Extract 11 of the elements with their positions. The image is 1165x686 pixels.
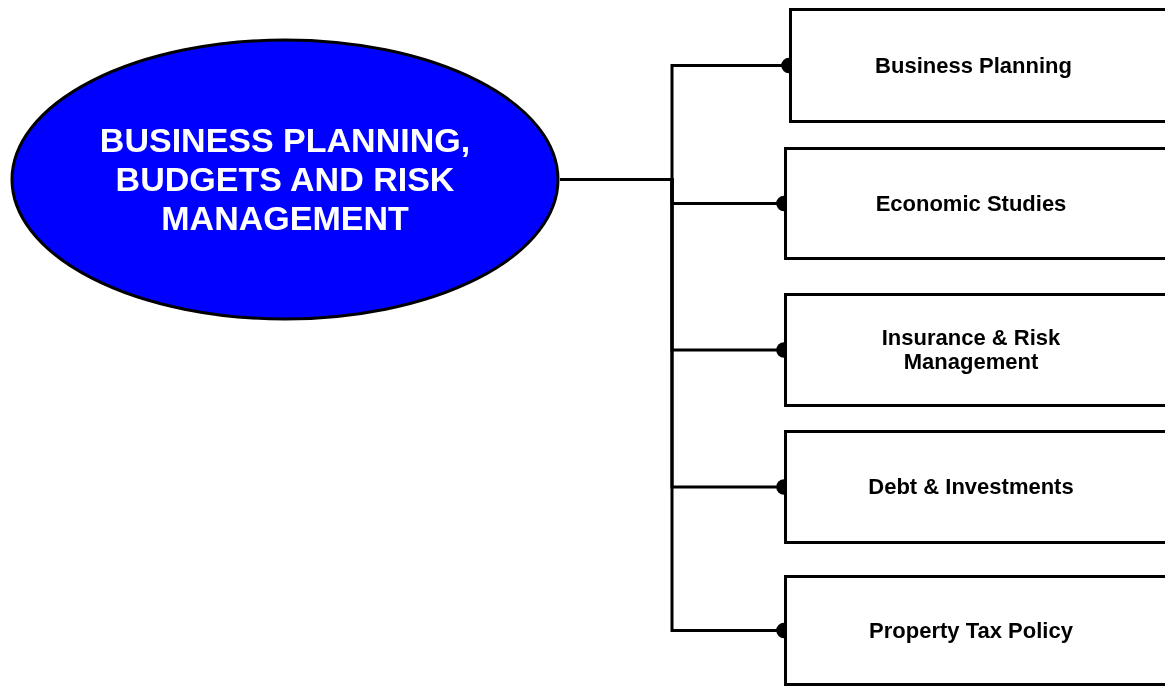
category-label: Economic Studies bbox=[874, 191, 1068, 216]
category-label: Property Tax Policy bbox=[868, 618, 1074, 643]
category-label: Business Planning bbox=[874, 53, 1073, 78]
category-box bbox=[789, 8, 1165, 123]
category-label: Debt & Investments bbox=[867, 475, 1075, 499]
category-box bbox=[784, 147, 1165, 260]
topic-title: BUSINESS PLANNING, BUDGETS AND RISK MANAGEMENT bbox=[98, 121, 472, 238]
category-box bbox=[784, 575, 1165, 686]
category-box bbox=[784, 430, 1165, 544]
category-box bbox=[784, 293, 1165, 407]
category-label: Insurance & Risk Management bbox=[880, 326, 1062, 374]
